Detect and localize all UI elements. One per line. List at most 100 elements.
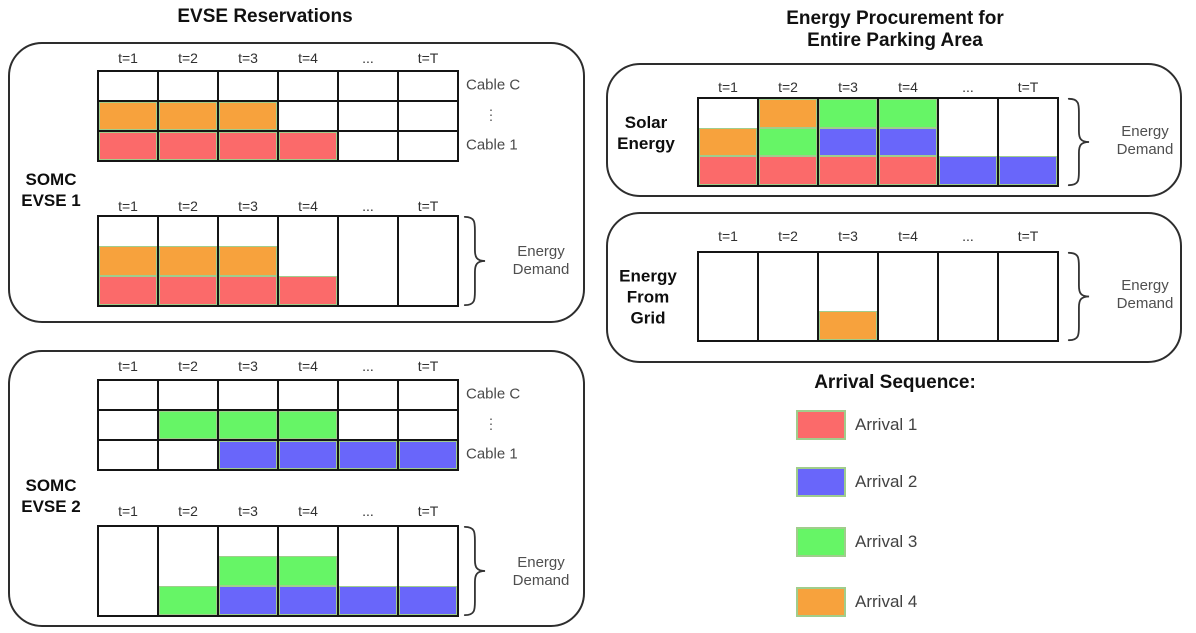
time-header-label: t=1 bbox=[718, 79, 738, 95]
time-header-label: t=T bbox=[1017, 79, 1039, 95]
demand-segment-blue bbox=[399, 585, 457, 615]
time-header-label: t=4 bbox=[298, 358, 318, 374]
legend-item-blue: Arrival 2 bbox=[796, 467, 917, 497]
time-header-label: t=2 bbox=[778, 79, 798, 95]
demand-cell bbox=[818, 98, 878, 186]
time-header-label: t=3 bbox=[238, 50, 258, 66]
reservation-fill-blue bbox=[339, 441, 397, 469]
reservation-fill-blue bbox=[279, 441, 337, 469]
demand-cell bbox=[158, 526, 218, 616]
reservation-cell bbox=[338, 410, 398, 440]
energy-demand-label-line: Energy bbox=[517, 554, 565, 571]
demand-segment-blue bbox=[279, 585, 337, 615]
energy-demand-label-line: Energy bbox=[1121, 123, 1169, 140]
legend-swatch-blue bbox=[796, 467, 846, 497]
time-header-label: t=T bbox=[417, 503, 439, 519]
demand-segment-blue bbox=[939, 156, 997, 185]
energy-demand-grid bbox=[97, 215, 459, 307]
energy-demand-brace bbox=[462, 215, 486, 307]
time-header-label: t=1 bbox=[118, 50, 138, 66]
demand-cell bbox=[338, 216, 398, 306]
demand-cell bbox=[758, 98, 818, 186]
demand-segment-red bbox=[279, 275, 337, 305]
demand-segment-blue bbox=[339, 585, 397, 615]
reservation-fill-red bbox=[159, 132, 217, 160]
reservation-fill-red bbox=[279, 132, 337, 160]
demand-cell bbox=[278, 526, 338, 616]
demand-segment-green bbox=[159, 585, 217, 615]
reservation-fill-red bbox=[219, 132, 277, 160]
reservation-cell bbox=[158, 101, 218, 131]
solar-energy-label-line: Energy bbox=[617, 134, 675, 153]
time-header-label: t=4 bbox=[298, 198, 318, 214]
reservation-cell bbox=[158, 380, 218, 410]
reservation-cell bbox=[218, 380, 278, 410]
reservation-cell bbox=[218, 440, 278, 470]
time-header-label: t=3 bbox=[838, 228, 858, 244]
demand-segment-orange bbox=[699, 127, 757, 157]
time-header-label: ... bbox=[362, 503, 374, 519]
demand-cell bbox=[278, 216, 338, 306]
reservation-cell bbox=[398, 380, 458, 410]
time-header-label: t=3 bbox=[238, 198, 258, 214]
reservation-cell bbox=[98, 440, 158, 470]
demand-segment-blue bbox=[999, 156, 1057, 185]
demand-segment-red bbox=[159, 275, 217, 305]
reservation-cell bbox=[98, 131, 158, 161]
cable-labels-vertical-ellipsis: ⋮ bbox=[484, 415, 498, 432]
reservation-grid bbox=[97, 379, 459, 471]
right-section-title-line2: Entire Parking Area bbox=[807, 30, 983, 51]
time-header-label: t=T bbox=[417, 50, 439, 66]
time-header-label: t=1 bbox=[718, 228, 738, 244]
cable-labels-vertical-ellipsis: ⋮ bbox=[484, 106, 498, 123]
reservation-cell bbox=[278, 101, 338, 131]
demand-cell bbox=[758, 252, 818, 341]
demand-segment-orange bbox=[99, 246, 157, 276]
demand-cell bbox=[218, 526, 278, 616]
demand-segment-orange bbox=[159, 246, 217, 276]
demand-cell bbox=[938, 252, 998, 341]
legend-label: Arrival 2 bbox=[855, 472, 918, 491]
energy-demand-label-line: Demand bbox=[1116, 295, 1174, 312]
energy-demand-label-line: Demand bbox=[1116, 141, 1174, 158]
demand-segment-green bbox=[219, 556, 277, 586]
reservation-cell bbox=[278, 410, 338, 440]
reservation-cell bbox=[218, 101, 278, 131]
energy-demand-label-line: Energy bbox=[517, 243, 565, 260]
reservation-cell bbox=[398, 440, 458, 470]
demand-cell bbox=[98, 526, 158, 616]
reservation-fill-green bbox=[159, 411, 217, 439]
solar-energy-label-line: Solar bbox=[624, 113, 668, 132]
demand-segment-green bbox=[759, 127, 817, 157]
time-header-label: t=1 bbox=[118, 358, 138, 374]
reservation-cell bbox=[338, 131, 398, 161]
cable-label-bottom: Cable 1 bbox=[466, 136, 518, 154]
cable-label-top: Cable C bbox=[466, 385, 521, 403]
evse-panel-1-box bbox=[8, 42, 585, 323]
cable-label-top: Cable C bbox=[466, 76, 521, 94]
reservation-cell bbox=[158, 131, 218, 161]
reservation-fill-green bbox=[279, 411, 337, 439]
time-header-label: t=1 bbox=[118, 198, 138, 214]
demand-cell bbox=[998, 98, 1058, 186]
energy-demand-grid bbox=[697, 97, 1059, 187]
demand-cell bbox=[878, 252, 938, 341]
demand-cell bbox=[698, 98, 758, 186]
evse-panel-1-label-line: EVSE 1 bbox=[21, 191, 81, 210]
evse-panel-2-label-line: EVSE 2 bbox=[21, 497, 81, 516]
reservation-fill-orange bbox=[159, 102, 217, 130]
reservation-cell bbox=[218, 71, 278, 101]
reservation-cell bbox=[158, 71, 218, 101]
legend-label: Arrival 4 bbox=[855, 592, 918, 611]
right-section-title: Energy Procurement for Entire Parking Ar… bbox=[645, 8, 1145, 52]
time-header-label: ... bbox=[362, 198, 374, 214]
demand-cell bbox=[938, 98, 998, 186]
reservation-cell bbox=[158, 410, 218, 440]
